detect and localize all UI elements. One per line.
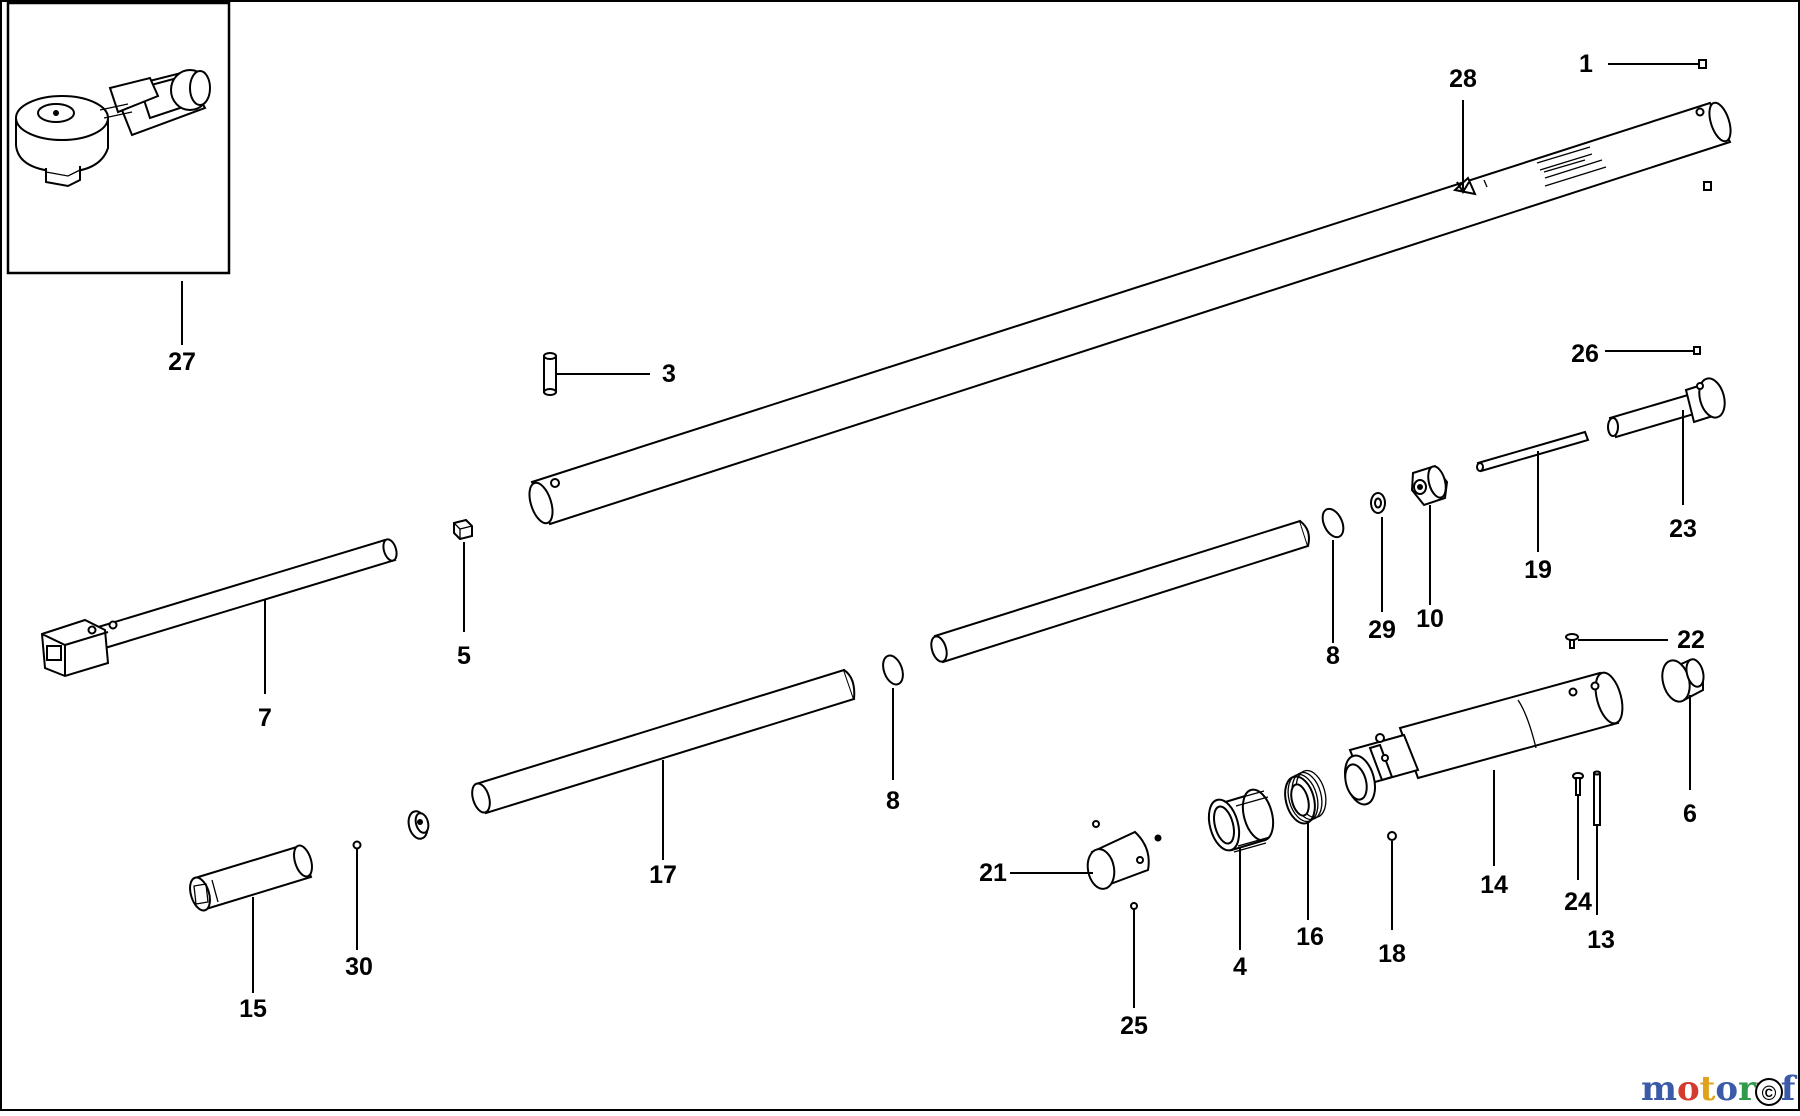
watermark-letter: o	[1677, 1069, 1700, 1109]
socket-15	[189, 844, 313, 912]
callout-1: 1	[1579, 50, 1593, 78]
callout-19: 19	[1524, 556, 1552, 584]
cap-21	[1086, 830, 1150, 890]
callout-10: 10	[1416, 605, 1444, 633]
callout-21: 21	[979, 859, 1007, 887]
callout-16: 16	[1296, 923, 1324, 951]
screw-24	[1572, 772, 1584, 796]
washer-29	[1370, 492, 1386, 514]
knob-23	[1607, 377, 1726, 439]
copyright-symbol: ©	[1762, 1083, 1777, 1105]
callout-17: 17	[649, 861, 677, 889]
disc-8a	[882, 654, 904, 686]
ball-21a	[1092, 820, 1100, 828]
copyright-circle	[1755, 1078, 1783, 1106]
watermark-letter: o	[1715, 1069, 1738, 1109]
callout-7: 7	[258, 704, 272, 732]
ball-18	[1387, 831, 1397, 841]
callout-18: 18	[1378, 940, 1406, 968]
callout-30: 30	[345, 953, 373, 981]
callout-23: 23	[1669, 515, 1697, 543]
drive-tube-7	[40, 538, 398, 678]
screw-22	[1565, 633, 1579, 649]
screw-1	[1698, 59, 1707, 69]
callout-24: 24	[1564, 888, 1592, 916]
callout-28: 28	[1449, 65, 1477, 93]
callout-8-upper: 8	[1326, 642, 1340, 670]
rod-19	[1476, 430, 1590, 473]
callout-6: 6	[1683, 800, 1697, 828]
end-cap-6	[1661, 658, 1705, 703]
callout-29: 29	[1368, 616, 1396, 644]
callout-labels: 1 28 3 27 26 23 19 29 10 8 22 5 7 6 8 17…	[168, 50, 1705, 1040]
watermark-letter: f	[1781, 1069, 1798, 1109]
body-14	[1344, 671, 1624, 806]
screw-26	[1693, 346, 1701, 355]
main-handle-tube	[528, 101, 1732, 526]
pin-13	[1593, 770, 1601, 826]
inset-ratchet-head	[6, 1, 231, 275]
ball-25	[1130, 902, 1138, 910]
ball-30	[352, 840, 362, 850]
tube-17	[471, 668, 856, 815]
block-5	[453, 518, 473, 541]
callout-14: 14	[1480, 871, 1508, 899]
callout-26: 26	[1571, 340, 1599, 368]
washer-small	[407, 810, 430, 840]
callout-3: 3	[662, 360, 676, 388]
callout-8-lower: 8	[886, 787, 900, 815]
callout-22: 22	[1677, 626, 1705, 654]
callout-13: 13	[1587, 926, 1615, 954]
callout-27: 27	[168, 348, 196, 376]
watermark-logo: motoruf ©	[1641, 1069, 1798, 1109]
ball-21b	[1154, 834, 1162, 842]
callout-4: 4	[1233, 953, 1247, 981]
ball-near-14	[1375, 733, 1385, 743]
tube-upper-middle	[930, 519, 1310, 664]
watermark-letter: m	[1641, 1069, 1677, 1109]
disc-8b	[1321, 507, 1345, 539]
watermark-letter: r	[1738, 1069, 1757, 1109]
spring-16	[1284, 769, 1327, 825]
callout-5: 5	[457, 642, 471, 670]
watermark-letter: t	[1700, 1069, 1716, 1109]
bushing-10	[1410, 464, 1449, 507]
sleeve-4	[1207, 788, 1275, 853]
callout-25: 25	[1120, 1012, 1148, 1040]
pin-3	[543, 352, 557, 396]
callout-15: 15	[239, 995, 267, 1023]
screw-1b	[1703, 181, 1712, 191]
